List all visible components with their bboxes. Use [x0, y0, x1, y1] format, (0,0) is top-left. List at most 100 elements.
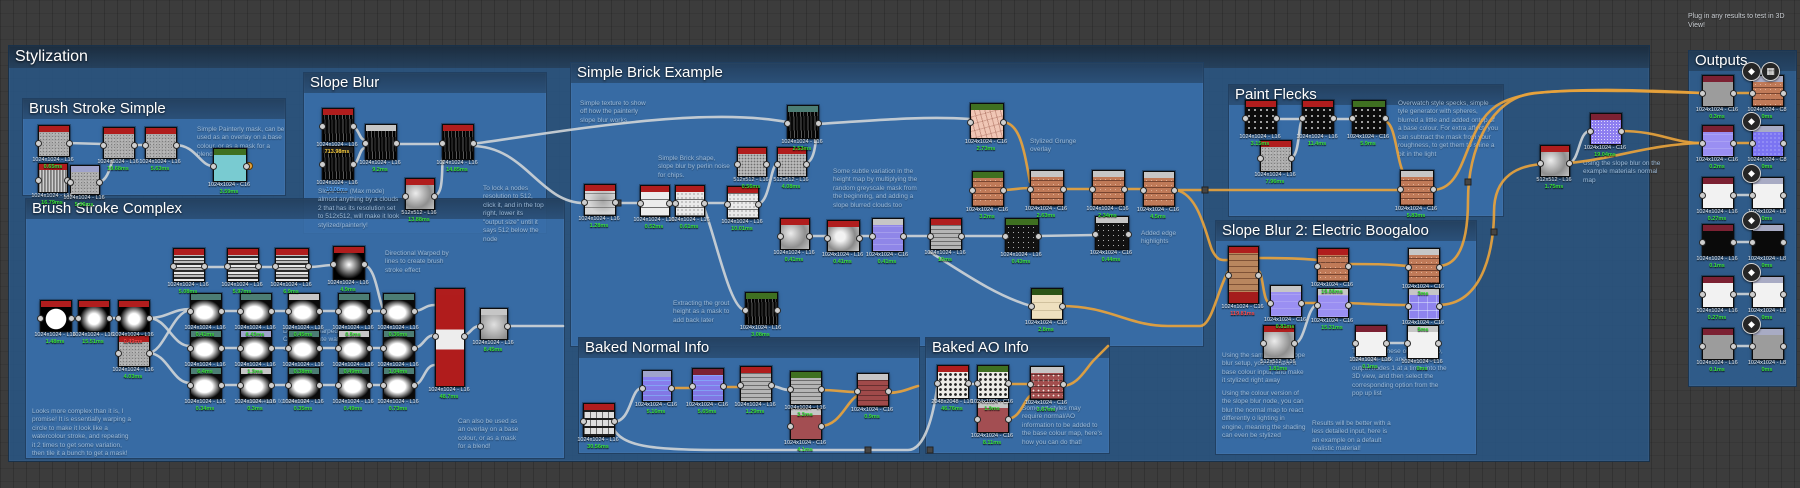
node-compute-time: 0.73ms — [388, 406, 408, 412]
graph-node[interactable] — [1242, 100, 1280, 134]
graph-node[interactable] — [1699, 328, 1737, 360]
graph-node[interactable] — [477, 308, 511, 340]
3d-view-icon[interactable]: ◆ — [1742, 112, 1761, 131]
graph-node[interactable] — [224, 248, 262, 282]
node-compute-time: 2.34ms — [1098, 213, 1117, 219]
graph-node[interactable] — [210, 148, 250, 182]
graph-node[interactable] — [35, 125, 73, 157]
graph-node[interactable] — [1257, 140, 1295, 172]
frame-title-stylization[interactable]: Stylization — [9, 46, 1649, 68]
graph-node[interactable] — [637, 185, 673, 217]
graph-node[interactable] — [272, 248, 312, 282]
graph-node[interactable] — [335, 330, 373, 362]
node-header — [41, 301, 71, 307]
graph-node[interactable] — [330, 246, 368, 280]
graph-node[interactable] — [974, 401, 1012, 433]
node-compute-time: 5.97ms — [232, 289, 252, 295]
node-header — [676, 186, 704, 192]
frame-title-baked-normal-info[interactable]: Baked Normal Info — [579, 338, 919, 358]
node-header — [584, 404, 614, 410]
frame-title-simple-brick-example[interactable]: Simple Brick Example — [571, 63, 1203, 83]
comment-note: Slope Blur (Max mode) almost anything by… — [318, 188, 400, 229]
graph-node[interactable] — [115, 300, 153, 332]
graph-node[interactable] — [1404, 325, 1442, 359]
node-resolution-label: 1024x1024 - L16 — [332, 399, 374, 405]
node-thumbnail — [228, 255, 258, 281]
node-compute-time: 48.7ms — [439, 394, 459, 400]
graph-node[interactable] — [439, 124, 477, 160]
graph-node[interactable] — [380, 367, 418, 399]
graph-node[interactable] — [1699, 125, 1737, 157]
3d-view-icon[interactable]: ◆ — [1742, 315, 1761, 334]
graph-node[interactable] — [75, 300, 113, 332]
node-compute-time: 4.03ms — [123, 374, 143, 380]
node-header — [1318, 289, 1348, 295]
node-thumbnail — [1261, 147, 1291, 171]
node-compute-time: 15.31ms — [1321, 325, 1343, 331]
3d-view-icon[interactable]: ◆ — [1742, 211, 1761, 230]
node-thumbnail — [443, 131, 473, 159]
graph-node[interactable] — [927, 218, 965, 250]
graph-node[interactable] — [1749, 177, 1787, 209]
graph-node[interactable] — [142, 127, 180, 159]
node-header — [693, 369, 723, 375]
node-compute-time: 0.41ms — [877, 259, 897, 265]
node-compute-time: 19.06ms — [1321, 289, 1343, 295]
graph-node[interactable] — [319, 108, 357, 142]
graph-node[interactable] — [432, 288, 468, 387]
graph-node[interactable] — [934, 365, 972, 399]
node-compute-time: 3ms — [1417, 291, 1429, 297]
graph-node[interactable] — [1749, 276, 1787, 308]
comment-note: Directional Warped by lines to create br… — [385, 250, 449, 274]
node-thumbnail — [746, 299, 777, 324]
graph-node[interactable] — [784, 105, 822, 139]
3d-view-icon[interactable]: ◆ — [1742, 164, 1761, 183]
graph-node[interactable] — [1260, 325, 1298, 359]
comment-note: Simple Brick shape, slope blur by perlin… — [658, 155, 730, 179]
node-thumbnail — [1401, 177, 1433, 205]
node-thumbnail — [339, 374, 369, 398]
graph-node[interactable] — [1349, 100, 1389, 134]
graph-node[interactable] — [580, 403, 618, 437]
graph-node[interactable] — [285, 367, 323, 399]
graph-node[interactable] — [35, 163, 71, 193]
node-resolution-label: 1024x1024 - C16 — [1310, 282, 1354, 288]
graph-node[interactable] — [777, 218, 813, 250]
node-header — [1703, 76, 1733, 82]
graph-node[interactable] — [1749, 224, 1787, 256]
graph-node[interactable] — [967, 103, 1007, 139]
graph-node[interactable] — [1027, 170, 1067, 206]
node-header — [323, 109, 353, 115]
graph-node[interactable] — [237, 330, 275, 362]
frame-title-brush-stroke-simple[interactable]: Brush Stroke Simple — [23, 99, 285, 119]
graph-node[interactable] — [672, 185, 708, 217]
graph-node[interactable] — [285, 330, 323, 362]
material-view-icon[interactable]: ▦ — [1761, 62, 1780, 81]
graph-node[interactable] — [969, 171, 1007, 207]
graph-node[interactable] — [335, 367, 373, 399]
node-thumbnail — [146, 134, 176, 158]
graph-node[interactable] — [1749, 125, 1787, 157]
node-resolution-label: 1024x1024 - L16 — [184, 399, 226, 405]
node-compute-time: 4.9ms — [340, 287, 356, 293]
graph-node[interactable] — [380, 293, 418, 325]
node-resolution-label: 1024x1024 - L16 — [32, 157, 74, 163]
graph-node[interactable] — [1314, 248, 1352, 282]
graph-node[interactable] — [115, 335, 153, 367]
node-header — [1401, 171, 1433, 177]
graph-node[interactable] — [187, 367, 225, 399]
node-resolution-label: 1024x1024 - L16 — [1296, 134, 1338, 140]
3d-view-icon[interactable]: ◆ — [1742, 62, 1761, 81]
frame-title-slope-blur-2[interactable]: Slope Blur 2: Electric Boogaloo — [1216, 221, 1476, 241]
frame-title-slope-blur[interactable]: Slope Blur — [304, 73, 546, 93]
node-thumbnail — [1753, 184, 1783, 208]
graph-node[interactable] — [1699, 177, 1737, 209]
3d-view-icon[interactable]: ◆ — [1742, 263, 1761, 282]
graph-node[interactable] — [237, 293, 275, 325]
graph-node[interactable] — [1092, 216, 1132, 250]
graph-node[interactable] — [824, 220, 863, 252]
graph-node[interactable] — [362, 124, 400, 160]
graph-node[interactable] — [187, 330, 225, 362]
graph-node[interactable] — [869, 218, 907, 252]
